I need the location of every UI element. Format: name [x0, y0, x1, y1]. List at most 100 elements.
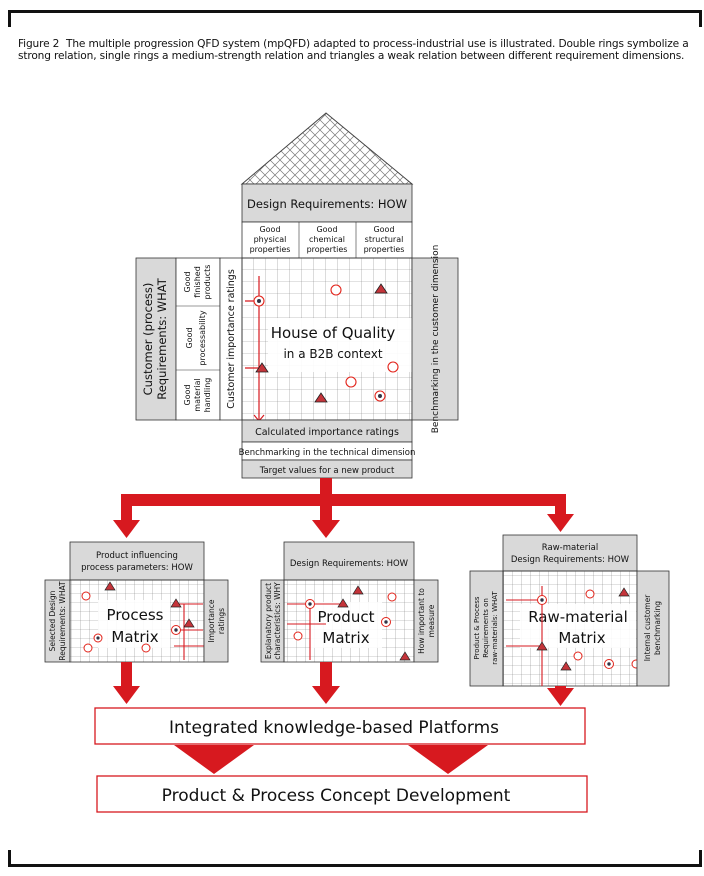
- hoq-strong-relation-1: [253, 295, 265, 307]
- hoq-medium-relation-3: [345, 376, 357, 388]
- hoq-columns-box: [241, 221, 413, 259]
- hoq-benchmarking-customer-box: [411, 257, 459, 421]
- raw-matrix-medium-1: [585, 589, 595, 599]
- hoq-subtitle: in a B2B context: [283, 347, 382, 361]
- hoq-benchmarking-customer: Benchmarking in the customer dimension: [431, 245, 441, 434]
- process-matrix-title-2: Matrix: [111, 628, 158, 646]
- hoq-target-values: Target values for a new product: [259, 466, 395, 476]
- bottom-frame-bracket: [8, 850, 702, 867]
- hoq-benchmarking-technical: Benchmarking in the technical dimension: [239, 448, 416, 458]
- product-matrix-strong-1: [305, 599, 315, 609]
- svg-text:material: material: [193, 378, 202, 411]
- raw-matrix-strong-1: [537, 595, 547, 605]
- product-matrix-right-box: [413, 579, 439, 663]
- raw-matrix-left-box: [469, 570, 504, 687]
- hoq-weak-relation-3: [314, 392, 328, 403]
- process-matrix: Product influencing process parameters: …: [44, 541, 229, 663]
- hoq-weak-relation-1: [374, 283, 388, 294]
- svg-text:Good: Good: [259, 225, 280, 234]
- connector-arrows: [113, 478, 574, 538]
- process-matrix-left-2: Requirements: WHAT: [58, 581, 67, 661]
- hoq-row-finished-products: Good finished products: [183, 265, 212, 300]
- hoq-rows-box: [175, 257, 221, 421]
- product-matrix-left-2: characteristics: WHY: [273, 582, 282, 660]
- svg-text:Good: Good: [316, 225, 337, 234]
- process-matrix-right-box: [203, 579, 229, 663]
- raw-matrix-right-box: [636, 570, 670, 687]
- hoq-medium-relation-2: [387, 361, 399, 373]
- process-matrix-right-1: Importance: [207, 599, 216, 642]
- hoq-roof: [240, 112, 414, 185]
- product-matrix-left-1: Explanatory product: [264, 583, 273, 659]
- raw-matrix-right-1: Internal customer: [643, 594, 652, 662]
- process-matrix-weak-1: [104, 581, 116, 591]
- hoq-importance-ratings: Customer importance ratings: [226, 269, 237, 409]
- raw-matrix-strong-2: [604, 659, 614, 669]
- hoq-title: House of Quality: [271, 324, 396, 342]
- svg-text:finished: finished: [193, 266, 202, 298]
- svg-text:products: products: [203, 265, 212, 300]
- raw-matrix-header-2: Design Requirements: HOW: [511, 555, 630, 565]
- process-matrix-title-1: Process: [107, 606, 164, 624]
- raw-matrix-weak-1: [536, 641, 548, 651]
- process-matrix-strong-1: [171, 625, 181, 635]
- svg-text:handling: handling: [203, 378, 212, 413]
- process-matrix-left-1: Selected Design: [48, 590, 57, 651]
- top-frame-bracket: [8, 10, 702, 27]
- raw-matrix-left-1: Product & Process: [473, 596, 481, 659]
- platforms-box: [94, 707, 586, 745]
- product-matrix-right-2: measure: [427, 604, 436, 637]
- product-matrix: Design Requirements: HOW Explanatory pro…: [260, 541, 439, 663]
- product-matrix-weak-3: [399, 651, 411, 661]
- svg-text:properties: properties: [364, 245, 405, 254]
- hoq-column-structural: Good structural properties: [364, 225, 405, 254]
- svg-text:Good: Good: [183, 384, 192, 405]
- product-matrix-medium-1: [387, 592, 397, 602]
- svg-text:physical: physical: [254, 235, 287, 244]
- svg-text:properties: properties: [307, 245, 348, 254]
- product-matrix-header-box: [283, 541, 415, 581]
- process-matrix-medium-1: [81, 591, 91, 601]
- hoq-column-chemical: Good chemical properties: [307, 225, 348, 254]
- hoq-medium-relation-1: [330, 284, 342, 296]
- figure-number: Figure 2: [18, 38, 60, 50]
- raw-matrix-title-2: Matrix: [558, 629, 605, 647]
- raw-matrix-right-2: benchmarking: [653, 601, 662, 655]
- svg-text:Good: Good: [185, 327, 194, 348]
- concept-label: Product & Process Concept Development: [162, 786, 511, 806]
- raw-matrix-medium-2: [573, 651, 583, 661]
- hoq-strong-relation-2: [374, 390, 386, 402]
- raw-matrix-header-1: Raw-material: [542, 543, 598, 553]
- figure-caption-text: The multiple progression QFD system (mpQ…: [18, 38, 689, 62]
- product-matrix-title-2: Matrix: [322, 629, 369, 647]
- svg-text:properties: properties: [250, 245, 291, 254]
- process-matrix-weak-2: [170, 598, 182, 608]
- process-matrix-header-2: process parameters: HOW: [81, 563, 193, 573]
- hoq-customer-requirements-1: Customer (process): [141, 283, 155, 396]
- product-matrix-weak-2: [352, 585, 364, 595]
- process-matrix-weak-3: [183, 618, 195, 628]
- hoq-customer-requirements-2: Requirements: WHAT: [155, 277, 169, 399]
- concept-box: [96, 775, 588, 813]
- hoq-column-physical: Good physical properties: [250, 225, 291, 254]
- hoq-row-material-handling: Good material handling: [183, 378, 212, 413]
- raw-matrix-left-3: raw-materials: WHAT: [491, 590, 499, 664]
- product-matrix-title-1: Product: [318, 608, 375, 626]
- product-matrix-medium-2: [293, 631, 303, 641]
- product-matrix-weak-1: [337, 598, 349, 608]
- raw-matrix-title-1: Raw-material: [528, 608, 628, 626]
- product-matrix-right-1: How important to: [417, 588, 426, 654]
- raw-matrix-header-box: [502, 534, 638, 572]
- raw-material-matrix: Raw-material Design Requirements: HOW Pr…: [469, 534, 670, 687]
- process-matrix-left-box: [44, 579, 71, 663]
- svg-text:structural: structural: [365, 235, 404, 244]
- svg-text:Good: Good: [183, 271, 192, 292]
- svg-text:Good: Good: [373, 225, 394, 234]
- product-matrix-header: Design Requirements: HOW: [290, 559, 409, 569]
- house-of-quality: Design Requirements: HOW Good physical p…: [135, 112, 459, 479]
- process-matrix-header-1: Product influencing: [96, 551, 178, 561]
- platform-arrows: [113, 662, 574, 706]
- raw-matrix-left-2: Requirements on: [482, 598, 490, 658]
- hoq-customer-requirements-box: [135, 257, 177, 421]
